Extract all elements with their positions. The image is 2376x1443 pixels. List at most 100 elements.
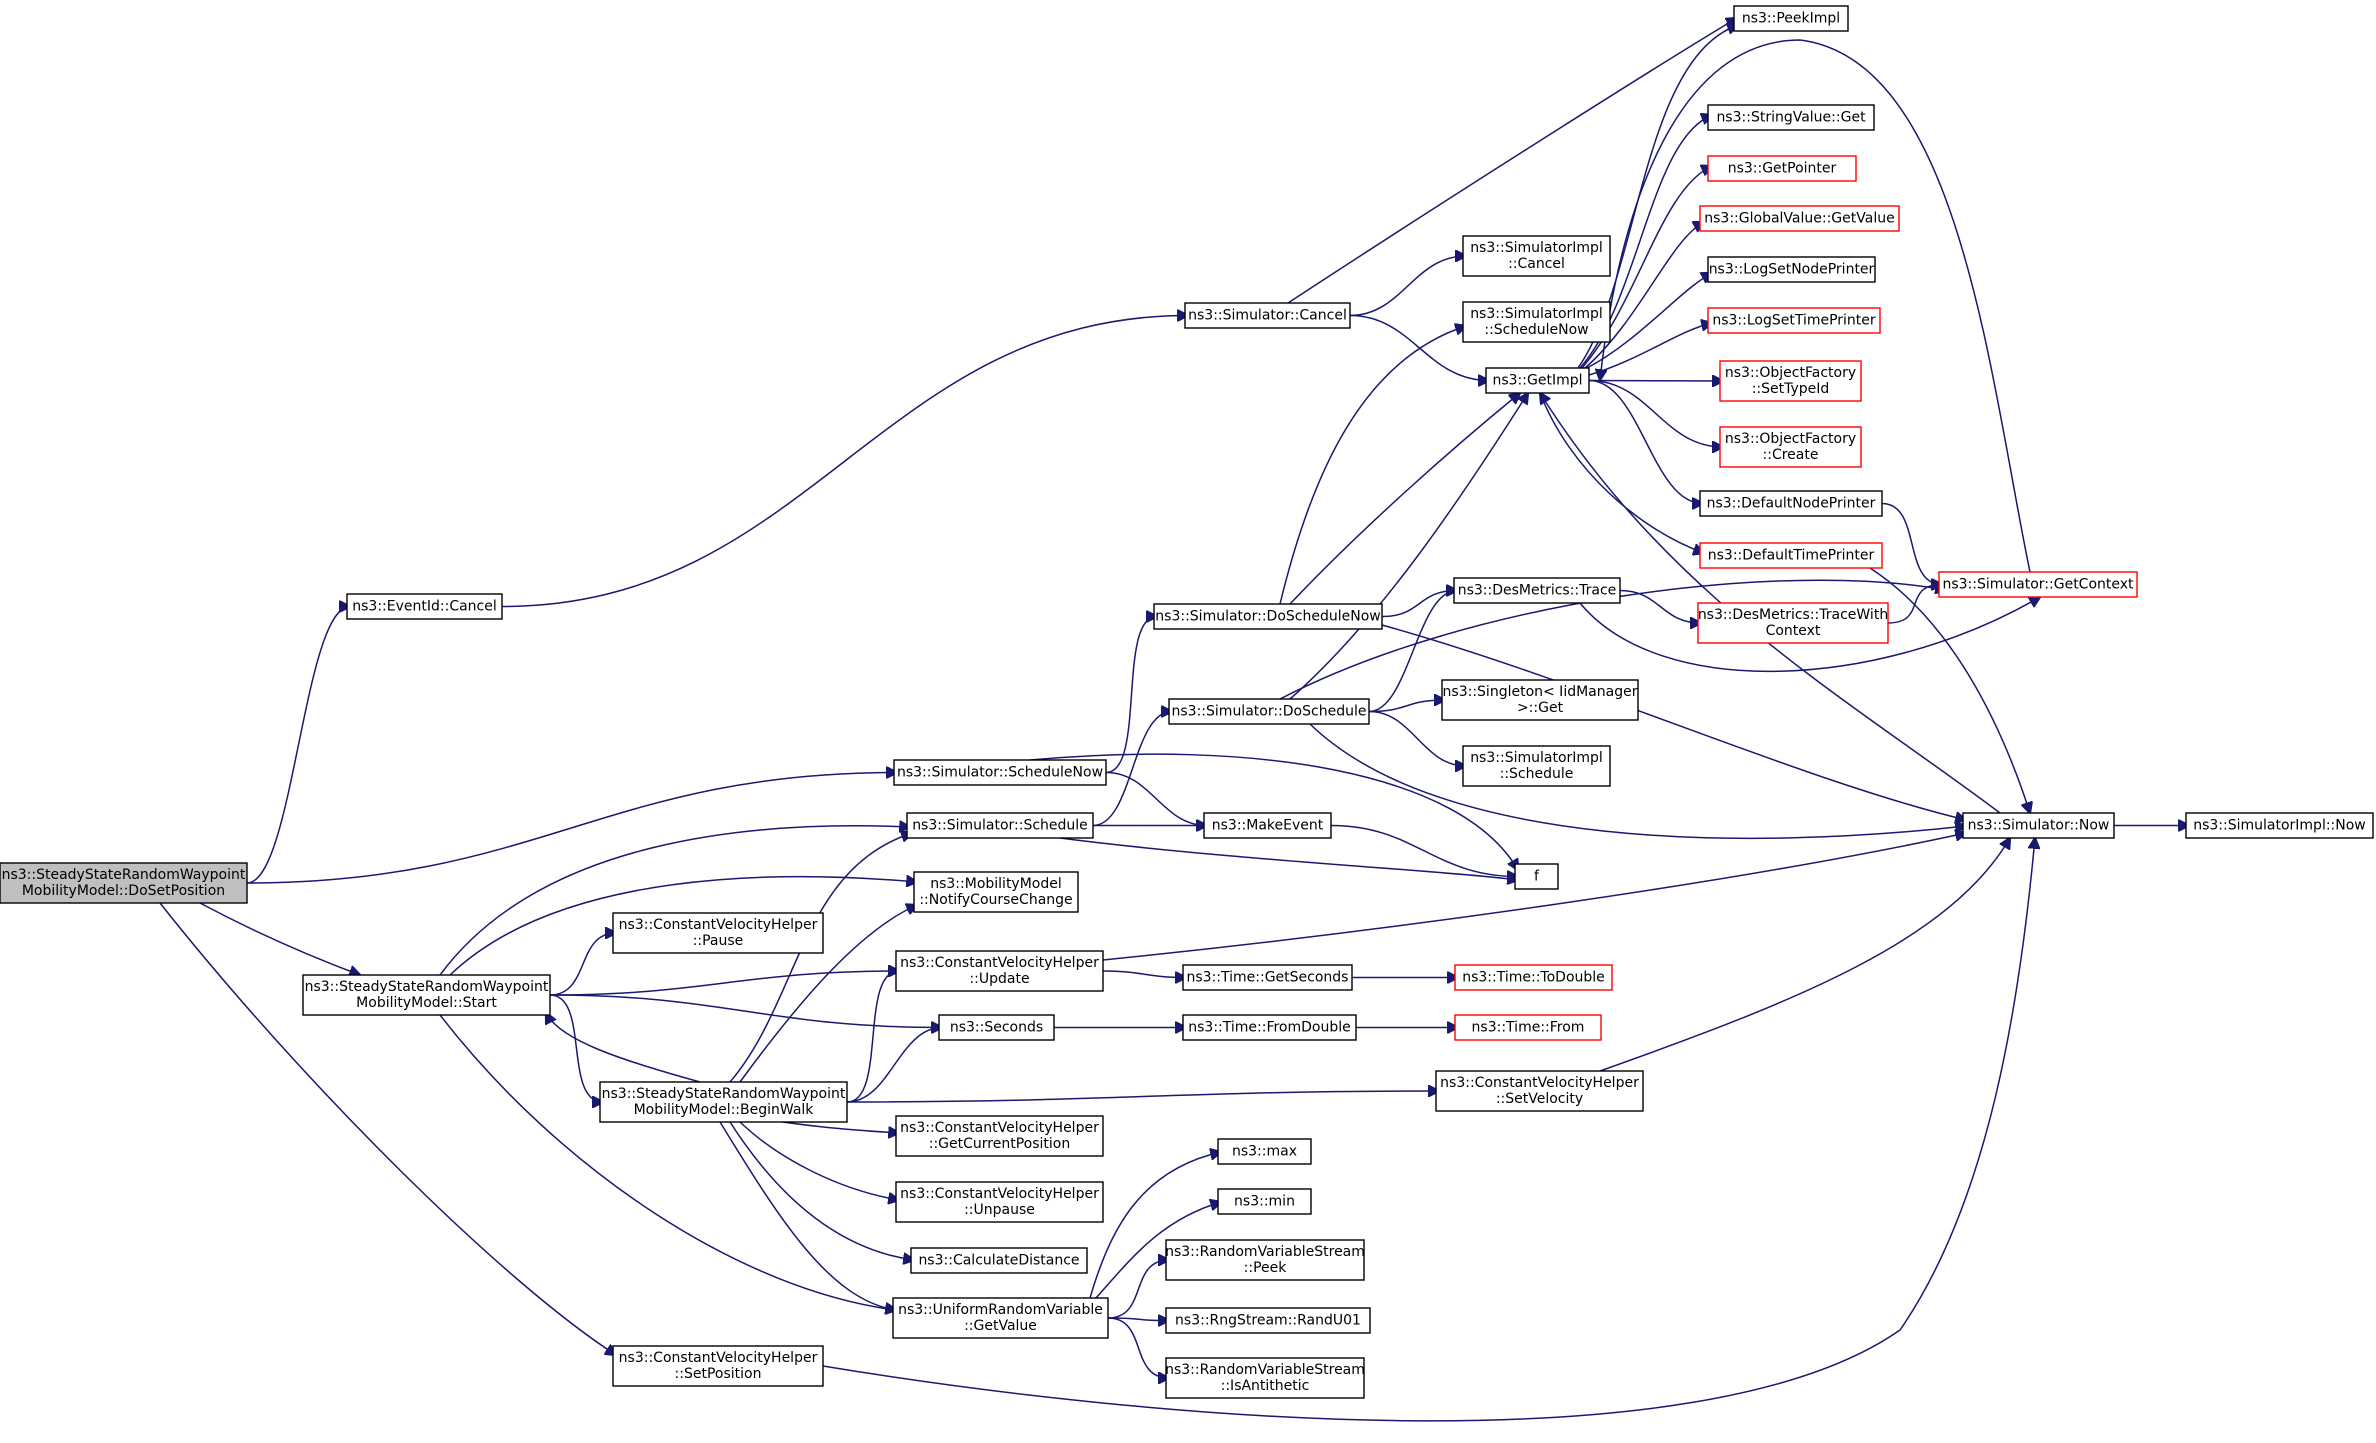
node-simimpl-schedule[interactable]: ns3::SimulatorImpl::Schedule xyxy=(1462,745,1611,787)
node-globalvalue-getvalue[interactable]: ns3::GlobalValue::GetValue xyxy=(1699,205,1900,232)
edge-defaultnodeprinter-to-sim-getcontext xyxy=(1881,502,1942,585)
node-label: ns3::ConstantVelocityHelper xyxy=(619,917,818,933)
node-defaultnodeprinter[interactable]: ns3::DefaultNodePrinter xyxy=(1699,490,1883,517)
node-label: ns3::GetPointer xyxy=(1728,161,1837,177)
node-rngstream-randu01[interactable]: ns3::RngStream::RandU01 xyxy=(1165,1307,1371,1334)
node-label: ns3::GlobalValue::GetValue xyxy=(1704,211,1894,227)
node-f[interactable]: f xyxy=(1514,863,1559,890)
node-stringvalue-get[interactable]: ns3::StringValue::Get xyxy=(1707,104,1875,131)
node-label: ns3::LogSetTimePrinter xyxy=(1712,313,1876,329)
node-label: ::SetTypeId xyxy=(1752,381,1830,397)
node-box xyxy=(1453,577,1621,604)
edge-sim-schedule-to-sim-doschedule xyxy=(1092,712,1172,827)
node-sim-cancel[interactable]: ns3::Simulator::Cancel xyxy=(1184,302,1351,329)
node-box xyxy=(1454,964,1613,991)
node-label: ::Unpause xyxy=(964,1202,1035,1218)
node-sim-schedule[interactable]: ns3::Simulator::Schedule xyxy=(906,812,1094,839)
edge-sim-cancel-to-peekimpl xyxy=(1287,18,1737,304)
edge-root-to-cvh-setposition xyxy=(159,902,616,1355)
node-logsetnodeprinter[interactable]: ns3::LogSetNodePrinter xyxy=(1707,256,1876,283)
node-defaulttimeprinter[interactable]: ns3::DefaultTimePrinter xyxy=(1699,542,1883,569)
node-singleton-get[interactable]: ns3::Singleton< IidManager>::Get xyxy=(1441,679,1639,721)
node-cvh-pause[interactable]: ns3::ConstantVelocityHelper::Pause xyxy=(612,912,824,954)
node-rvs-isantithetic[interactable]: ns3::RandomVariableStream::IsAntithetic xyxy=(1165,1357,1365,1399)
node-getpointer[interactable]: ns3::GetPointer xyxy=(1707,155,1857,182)
node-logsettimeprinter[interactable]: ns3::LogSetTimePrinter xyxy=(1707,307,1881,334)
node-root[interactable]: ns3::SteadyStateRandomWaypointMobilityMo… xyxy=(0,862,248,904)
edge-uniform-getvalue-to-rvs-peek xyxy=(1107,1260,1169,1319)
node-sim-getcontext[interactable]: ns3::Simulator::GetContext xyxy=(1938,571,2138,598)
node-simimpl-now[interactable]: ns3::SimulatorImpl::Now xyxy=(2185,812,2374,839)
node-eventid-cancel[interactable]: ns3::EventId::Cancel xyxy=(346,593,503,620)
node-mobility-notify[interactable]: ns3::MobilityModel::NotifyCourseChange xyxy=(913,871,1079,913)
node-cvh-setposition[interactable]: ns3::ConstantVelocityHelper::SetPosition xyxy=(612,1345,824,1387)
node-sim-schedulenow[interactable]: ns3::Simulator::ScheduleNow xyxy=(893,759,1107,786)
node-seconds[interactable]: ns3::Seconds xyxy=(938,1014,1055,1041)
node-peekimpl[interactable]: ns3::PeekImpl xyxy=(1733,5,1849,32)
edge-sim-doschedule-to-sim-getcontext xyxy=(1279,579,1946,700)
node-cvh-unpause[interactable]: ns3::ConstantVelocityHelper::Unpause xyxy=(895,1181,1104,1223)
edge-beginwalk-to-cvh-setvelocity xyxy=(846,1091,1439,1103)
node-label: ns3::DefaultNodePrinter xyxy=(1707,496,1876,512)
node-sim-doschedulenow[interactable]: ns3::Simulator::DoScheduleNow xyxy=(1153,603,1383,630)
node-box xyxy=(913,871,1079,913)
node-label: ns3::Simulator::ScheduleNow xyxy=(897,765,1103,781)
node-label: >::Get xyxy=(1517,700,1564,716)
node-cvh-setvelocity[interactable]: ns3::ConstantVelocityHelper::SetVelocity xyxy=(1435,1070,1644,1112)
node-simimpl-schedulenow[interactable]: ns3::SimulatorImpl::ScheduleNow xyxy=(1462,301,1611,343)
node-label: ::SetVelocity xyxy=(1496,1091,1583,1107)
node-calculatedistance[interactable]: ns3::CalculateDistance xyxy=(910,1247,1088,1274)
node-start[interactable]: ns3::SteadyStateRandomWaypointMobilityMo… xyxy=(302,974,551,1016)
node-label: ns3::Seconds xyxy=(950,1020,1043,1036)
node-label: ns3::Time::FromDouble xyxy=(1188,1020,1351,1036)
edge-sim-getcontext-to-getimpl xyxy=(1600,39,2031,573)
node-box xyxy=(1699,542,1883,569)
node-min[interactable]: ns3::min xyxy=(1217,1188,1312,1215)
node-makeevent[interactable]: ns3::MakeEvent xyxy=(1203,812,1332,839)
node-box xyxy=(906,812,1094,839)
node-sim-now[interactable]: ns3::Simulator::Now xyxy=(1962,812,2115,839)
node-box xyxy=(1441,679,1639,721)
node-cvh-update[interactable]: ns3::ConstantVelocityHelper::Update xyxy=(895,950,1104,992)
edge-root-to-start xyxy=(199,902,360,975)
node-box xyxy=(2185,812,2374,839)
node-beginwalk[interactable]: ns3::SteadyStateRandomWaypointMobilityMo… xyxy=(599,1081,848,1123)
edge-sim-doschedulenow-to-getimpl xyxy=(1289,393,1520,605)
node-label: ns3::Time::GetSeconds xyxy=(1187,970,1349,986)
edge-uniform-getvalue-to-rvs-isantithetic xyxy=(1107,1317,1169,1378)
node-objfactory-settypeid[interactable]: ns3::ObjectFactory::SetTypeId xyxy=(1719,360,1862,402)
node-label: ns3::Simulator::GetContext xyxy=(1942,577,2134,593)
node-label: ns3::SteadyStateRandomWaypoint xyxy=(305,979,549,995)
node-label: ::GetCurrentPosition xyxy=(929,1136,1070,1152)
node-label: ::ScheduleNow xyxy=(1484,322,1588,338)
node-simimpl-cancel[interactable]: ns3::SimulatorImpl::Cancel xyxy=(1462,235,1611,277)
node-box xyxy=(1182,964,1353,991)
node-getimpl[interactable]: ns3::GetImpl xyxy=(1485,367,1590,394)
edge-beginwalk-to-sim-schedule xyxy=(729,833,912,1083)
node-cvh-getcurrentposition[interactable]: ns3::ConstantVelocityHelper::GetCurrentP… xyxy=(895,1115,1104,1157)
node-box xyxy=(1454,1014,1602,1041)
node-box xyxy=(1462,235,1611,277)
node-box xyxy=(1168,698,1370,725)
edge-uniform-getvalue-to-max xyxy=(1089,1152,1221,1299)
node-rvs-peek[interactable]: ns3::RandomVariableStream::Peek xyxy=(1165,1239,1365,1281)
node-box xyxy=(1697,602,1889,644)
node-label: ns3::DefaultTimePrinter xyxy=(1708,548,1875,564)
node-time-fromdouble[interactable]: ns3::Time::FromDouble xyxy=(1182,1014,1357,1041)
node-label: ::Cancel xyxy=(1508,256,1565,272)
node-label: MobilityModel::Start xyxy=(356,995,497,1011)
node-label: ns3::RandomVariableStream xyxy=(1165,1362,1365,1378)
node-objfactory-create[interactable]: ns3::ObjectFactory::Create xyxy=(1719,426,1862,468)
node-desmetrics-trace[interactable]: ns3::DesMetrics::Trace xyxy=(1453,577,1621,604)
node-label: ns3::Simulator::Cancel xyxy=(1188,308,1347,324)
node-time-from[interactable]: ns3::Time::From xyxy=(1454,1014,1602,1041)
node-box xyxy=(1165,1239,1365,1281)
node-time-todouble[interactable]: ns3::Time::ToDouble xyxy=(1454,964,1613,991)
node-time-getseconds[interactable]: ns3::Time::GetSeconds xyxy=(1182,964,1353,991)
node-max[interactable]: ns3::max xyxy=(1217,1138,1312,1165)
node-uniform-getvalue[interactable]: ns3::UniformRandomVariable::GetValue xyxy=(892,1297,1109,1339)
edge-beginwalk-to-mobility-notify xyxy=(739,905,917,1083)
node-sim-doschedule[interactable]: ns3::Simulator::DoSchedule xyxy=(1168,698,1370,725)
node-label: ::SetPosition xyxy=(675,1366,762,1382)
